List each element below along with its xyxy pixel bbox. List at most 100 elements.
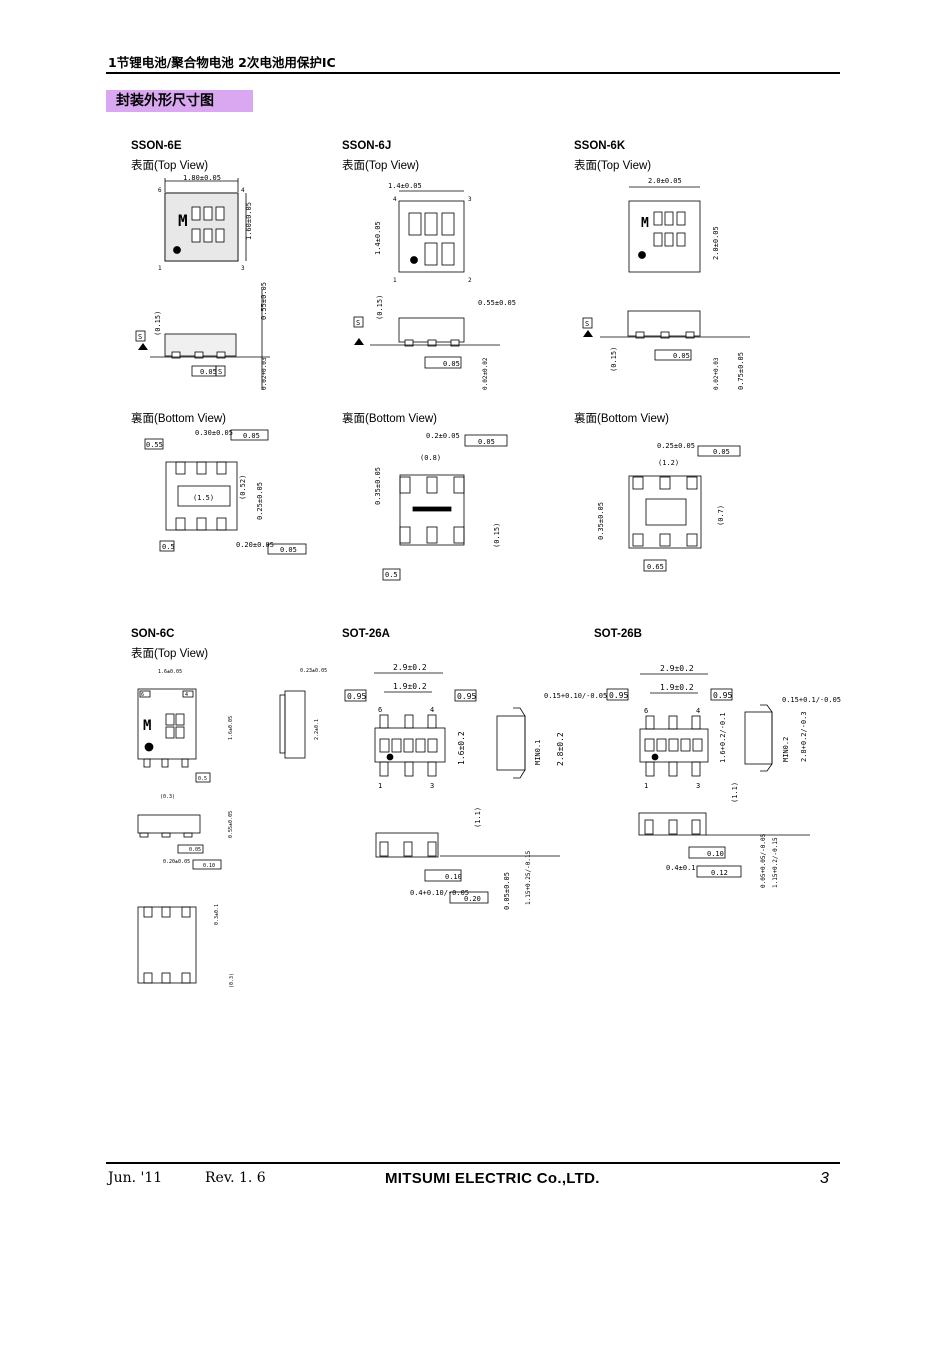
dim-label: 0.25±0.05 — [256, 482, 264, 520]
sson6j-bottom-view: 0.2±0.05 0.05 (0.8) 0.35±0.05 (0.15) 0.5 — [374, 432, 508, 581]
dim-label: 0.05 — [713, 448, 730, 456]
bottom-view-label: 裏面(Bottom View) — [131, 413, 227, 425]
son6c-front-view: 0.55±0.05 0.05 0.20±0.05 0.10 — [137, 811, 234, 870]
mitsumi-logo-icon: M — [143, 718, 151, 734]
sson6e-side-view: 0.55±0.05 0.02+0.03 (0.15) S 0.05 S — [135, 282, 270, 390]
package-name: SOT-26A — [342, 628, 390, 640]
dim-label: MIN0.2 — [782, 737, 790, 762]
dim-label: (1.1) — [474, 807, 482, 828]
dim-label: (0.3) — [160, 794, 175, 800]
dim-label: 0.12 — [711, 869, 728, 877]
dim-label: 0.05 — [478, 438, 495, 446]
dim-label: 0.20 — [464, 895, 481, 903]
dim-label: 0.05±0.05 — [503, 872, 511, 910]
svg-text:6: 6 — [158, 187, 162, 194]
dim-label: 0.55±0.05 — [228, 811, 234, 838]
sot26b-front-view: (1.1) 0.10 0.4±0.1 0.12 0.05+0.05/-0.05 … — [638, 782, 810, 888]
dim-label: 0.5 — [162, 543, 175, 551]
bottom-view-label: 裏面(Bottom View) — [574, 413, 670, 425]
dim-label: 0.02±0.02 — [482, 357, 489, 390]
dim-label: 0.15+0.10/-0.05 — [544, 692, 607, 700]
dim-label: (0.52) — [239, 475, 247, 500]
dim-label: 2.9±0.2 — [393, 663, 427, 672]
footer-company: MITSUMI ELECTRIC Co.,LTD. — [385, 1170, 600, 1187]
svg-text:1: 1 — [378, 782, 382, 790]
dim-label: 0.4+0.10/-0.05 — [410, 889, 469, 897]
dim-label: 0.20±0.05 — [163, 859, 190, 865]
dim-label: (0.15) — [376, 295, 384, 320]
svg-text:S: S — [585, 320, 589, 328]
top-view-label: 表面(Top View) — [574, 160, 652, 172]
sson6j-side-view: 0.55±0.05 (0.15) S 0.05 0.02±0.02 — [353, 295, 516, 390]
dim-label: 1.4±0.05 — [388, 182, 422, 190]
svg-text:1: 1 — [393, 277, 397, 284]
top-view-label: 表面(Top View) — [342, 160, 420, 172]
son6c-bottom-view: 0.3±0.1 (0.3) — [137, 904, 235, 988]
dim-label: 2.8±0.2 — [556, 732, 565, 766]
svg-text:6: 6 — [141, 692, 144, 698]
package-name: SSON-6K — [574, 140, 626, 152]
svg-text:1: 1 — [644, 782, 648, 790]
dim-label: 2.0±0.05 — [648, 177, 682, 185]
svg-text:0.02+0.03: 0.02+0.03 — [261, 357, 268, 390]
dim-label: 0.65 — [647, 563, 664, 571]
sson6k-bottom-view: 0.25±0.05 0.05 (1.2) (0.7) 0.35±0.05 0.6… — [597, 442, 741, 572]
dim-label: 0.55±0.05 — [260, 282, 268, 320]
sson6j-top-view: 1.4±0.05 1.4±0.05 4 3 1 2 — [374, 182, 472, 284]
dim-label: (0.15) — [493, 523, 501, 548]
dim-label: 1.9±0.2 — [393, 682, 427, 691]
dim-label: 1.6±0.05 — [158, 669, 182, 675]
package-name: SON-6C — [131, 628, 175, 640]
dim-label: 0.2±0.05 — [426, 432, 460, 440]
dim-label: 0.05+0.05/-0.05 — [760, 833, 767, 888]
dim-label: 0.05 — [189, 847, 201, 853]
dim-label: 0.35±0.05 — [374, 467, 382, 505]
package-name: SSON-6J — [342, 140, 392, 152]
svg-text:3: 3 — [241, 265, 245, 272]
svg-text:3: 3 — [468, 196, 472, 203]
dim-label: (0.8) — [420, 454, 441, 462]
dim-label: 0.5 — [385, 571, 398, 579]
dim-label: 0.23±0.05 — [300, 668, 327, 674]
sot26a-front-view: (1.1) 0.10 0.4+0.10/-0.05 0.20 0.05±0.05… — [375, 807, 560, 910]
dim-label: 0.10 — [707, 850, 724, 858]
dim-label: 0.05 — [243, 432, 260, 440]
svg-text:2: 2 — [468, 277, 472, 284]
svg-text:6: 6 — [378, 706, 382, 714]
svg-text:3: 3 — [430, 782, 434, 790]
sson6e-top-view: 1.80±0.05 M 1.60±0.05 6 4 1 3 — [158, 174, 253, 272]
sson6k-side-view: S 0.05 (0.15) 0.02+0.03 0.75±0.05 — [582, 310, 750, 390]
dim-label: 0.55±0.05 — [478, 299, 516, 307]
sson6k-top-view: 2.0±0.05 M 2.0±0.05 — [628, 177, 720, 273]
dim-label: (1.5) — [193, 494, 214, 502]
svg-text:0.02+0.03: 0.02+0.03 — [713, 357, 720, 390]
dim-label: 0.25±0.05 — [657, 442, 695, 450]
footer-rule — [106, 1162, 840, 1164]
dim-label: 0.05 — [280, 546, 297, 554]
dim-label: 0.15+0.1/-0.05 — [782, 696, 841, 704]
dim-label: 2.8+0.2/-0.3 — [800, 711, 808, 762]
dim-label: 0.95 — [609, 691, 628, 700]
dim-label: 1.80±0.05 — [183, 174, 221, 182]
header-rule — [106, 72, 840, 74]
dim-label: 0.4±0.1 — [666, 864, 696, 872]
mitsumi-logo-icon: M — [641, 216, 649, 231]
svg-text:4: 4 — [393, 196, 397, 203]
dim-label: (0.3) — [229, 973, 235, 988]
svg-text:4: 4 — [696, 707, 700, 715]
footer-revision: Rev. 1. 6 — [205, 1170, 266, 1186]
dim-label: (0.15) — [610, 347, 618, 372]
dim-label: 1.60±0.05 — [245, 202, 253, 240]
dim-label: (0.15) — [154, 311, 162, 336]
dim-label: 0.10 — [203, 863, 215, 869]
dim-label: 0.75±0.05 — [737, 352, 745, 390]
dim-label: 0.5 — [198, 776, 207, 782]
bottom-view-label: 裏面(Bottom View) — [342, 413, 438, 425]
dim-label: 0.35±0.05 — [597, 502, 605, 540]
dim-label: 1.6±0.2 — [457, 731, 466, 765]
footer-date: Jun. '11 — [108, 1170, 163, 1186]
dim-label: S — [138, 333, 142, 341]
